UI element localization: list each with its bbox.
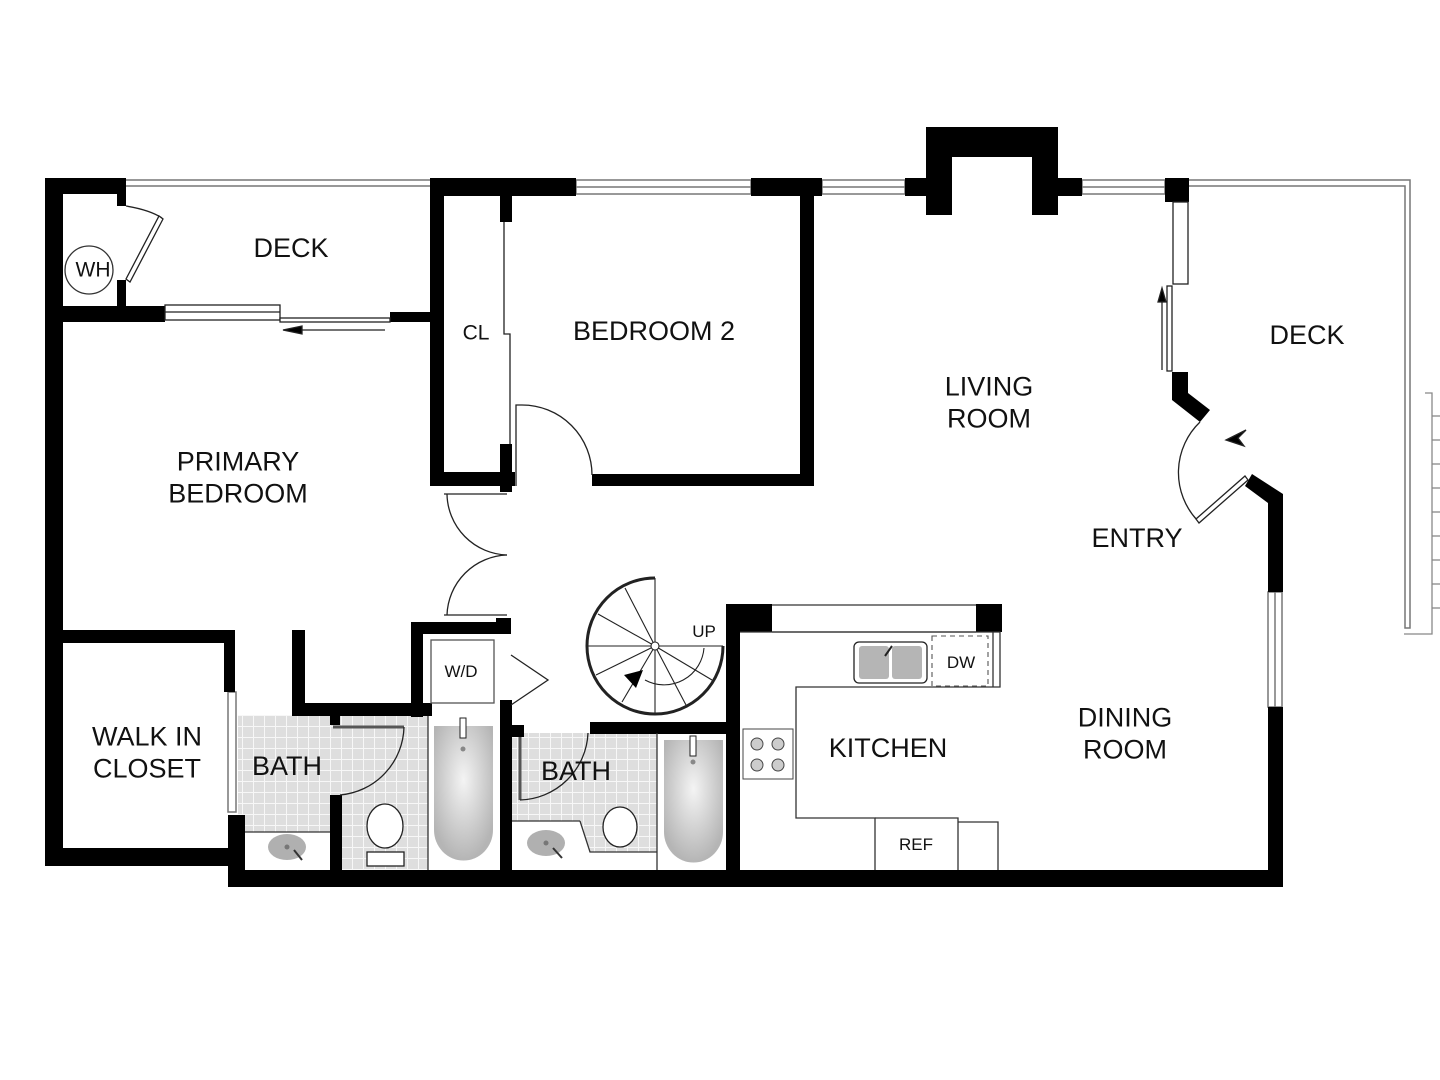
spiral-stairs-icon — [585, 576, 725, 716]
sink-icon — [268, 830, 565, 861]
water-heater-icon — [64, 245, 114, 295]
dishwasher-icon — [931, 635, 989, 687]
room-label-entry: ENTRY — [1091, 522, 1183, 553]
room-label-closet: CL — [462, 321, 490, 345]
room-label-living-room: LIVING ROOM — [944, 371, 1034, 434]
water-heater-label: WH — [75, 258, 111, 282]
room-label-dining-room: DINING ROOM — [1077, 702, 1173, 765]
doors — [125, 201, 1249, 801]
bath-tile-floors — [238, 715, 657, 870]
washer-dryer-icon — [430, 639, 495, 704]
room-label-primary-bedroom: PRIMARY BEDROOM — [168, 446, 308, 509]
room-label-deck-west: DECK — [253, 232, 329, 263]
stove-icon — [742, 728, 794, 780]
deck-stairs — [1404, 392, 1440, 635]
washer-dryer-label: W/D — [444, 661, 478, 681]
stairs-up-label: UP — [692, 621, 716, 641]
kitchen-sink-icon — [853, 641, 928, 684]
dishwasher-label: DW — [946, 652, 976, 672]
bathtub-icon — [434, 717, 723, 863]
room-label-deck-east: DECK — [1269, 319, 1345, 350]
walls — [45, 127, 1283, 887]
room-label-walk-in-closet: WALK IN CLOSET — [91, 721, 203, 784]
refrigerator-label: REF — [899, 834, 933, 854]
room-label-bedroom-2: BEDROOM 2 — [572, 315, 736, 346]
room-label-kitchen: KITCHEN — [828, 732, 948, 763]
toilet-icon — [366, 803, 638, 867]
thin-lines — [245, 604, 1001, 870]
room-label-bath-primary: BATH — [251, 750, 323, 781]
room-label-bath-hall: BATH — [540, 755, 612, 786]
